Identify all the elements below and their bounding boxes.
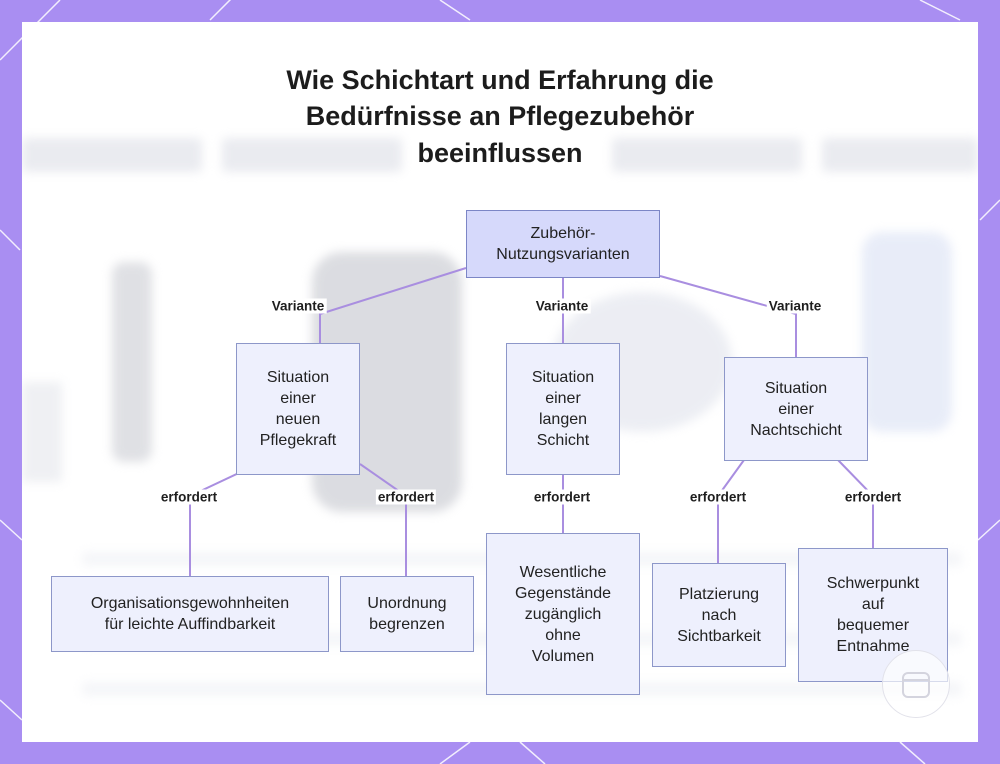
- node-long-shift: Situation einer langen Schicht: [506, 343, 620, 475]
- node-root: Zubehör- Nutzungsvarianten: [466, 210, 660, 278]
- edge-label-requires-2: erfordert: [376, 490, 436, 505]
- diagram-panel: Wie Schichtart und Erfahrung die Bedürfn…: [22, 22, 978, 742]
- edge-label-variant-2: Variante: [534, 299, 591, 314]
- node-essentials: Wesentliche Gegenstände zugänglich ohne …: [486, 533, 640, 695]
- node-night-shift: Situation einer Nachtschicht: [724, 357, 868, 461]
- edge-night-shift-visibility: [718, 460, 744, 563]
- edge-new-nurse-clutter: [360, 464, 406, 576]
- node-organization: Organisationsgewohnheiten für leichte Au…: [51, 576, 329, 652]
- edge-label-requires-1: erfordert: [159, 490, 219, 505]
- node-visibility: Platzierung nach Sichtbarkeit: [652, 563, 786, 667]
- edge-label-requires-5: erfordert: [843, 490, 903, 505]
- calendar-icon: [882, 650, 950, 718]
- node-new-nurse: Situation einer neuen Pflegekraft: [236, 343, 360, 475]
- edge-label-requires-3: erfordert: [532, 490, 592, 505]
- edge-root-night-shift: [660, 276, 796, 357]
- edge-label-variant-1: Variante: [270, 299, 327, 314]
- edge-label-requires-4: erfordert: [688, 490, 748, 505]
- edge-new-nurse-organization: [190, 464, 258, 576]
- edge-root-new-nurse: [320, 268, 466, 343]
- edge-label-variant-3: Variante: [767, 299, 824, 314]
- node-clutter: Unordnung begrenzen: [340, 576, 474, 652]
